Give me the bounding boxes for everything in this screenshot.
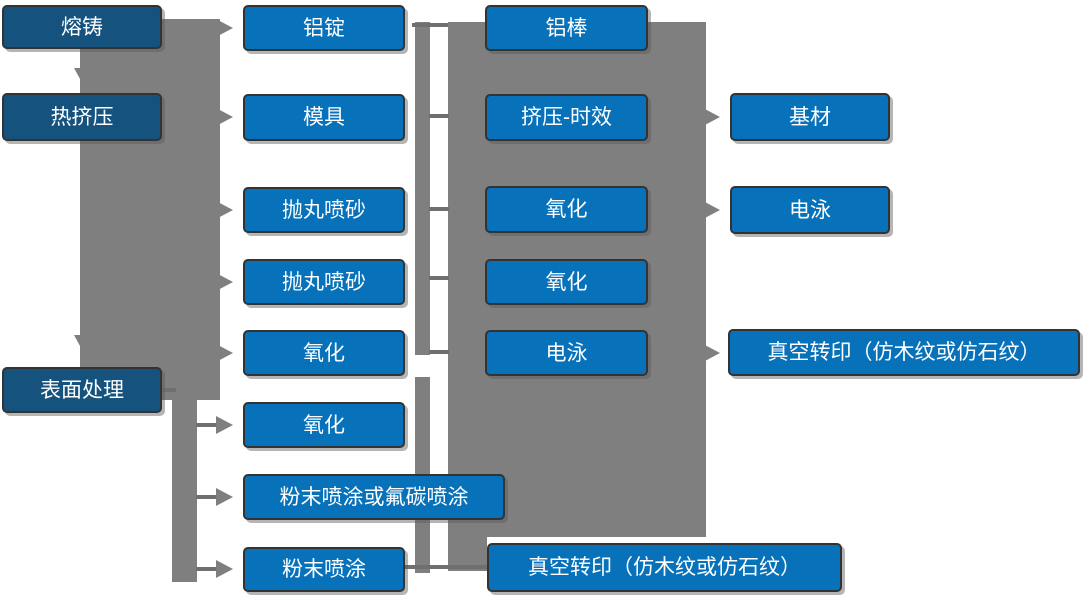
arrow-right-to-substrate-icon xyxy=(703,108,720,126)
arrow-right-to-electrophoresis-icon xyxy=(703,201,720,219)
node-substrate: 基材 xyxy=(730,93,890,141)
node-vacuum-transfer-right: 真空转印（仿木纹或仿石纹） xyxy=(728,329,1080,376)
node-vacuum-transfer-bottom: 真空转印（仿木纹或仿石纹） xyxy=(487,543,842,592)
node-powder-or-fluorocarbon: 粉末喷涂或氟碳喷涂 xyxy=(243,474,505,520)
node-melting: 熔铸 xyxy=(2,5,162,49)
connector-bus-row5 xyxy=(429,350,449,354)
connector-row6-stub xyxy=(196,423,218,427)
arrow-right-to-powder-fluoro-icon xyxy=(216,488,233,506)
arrow-right-to-shot-blast-1-icon xyxy=(216,201,233,219)
arrow-right-to-shot-blast-2-icon xyxy=(216,273,233,291)
node-oxidation-c3-1: 氧化 xyxy=(485,186,648,233)
connector-surface-stub xyxy=(160,388,176,392)
arrow-down-to-surface-treatment-icon xyxy=(74,335,98,357)
node-shot-blast-2: 抛丸喷砂 xyxy=(243,259,405,305)
arrow-right-to-al-ingot-icon xyxy=(216,19,233,37)
connector-bus-row3 xyxy=(429,207,449,211)
node-mold: 模具 xyxy=(243,94,405,141)
connector-row7-stub xyxy=(196,495,218,499)
arrow-right-to-vacuum-transfer-icon xyxy=(703,344,720,362)
arrow-right-to-oxidation-1-icon xyxy=(216,344,233,362)
node-powder-coating: 粉末喷涂 xyxy=(243,547,405,592)
arrow-right-to-oxidation-2-icon xyxy=(216,416,233,434)
connector-bus-row8 xyxy=(404,565,488,569)
bus-bar-upper xyxy=(415,22,430,355)
node-oxidation-c2-1: 氧化 xyxy=(243,330,405,376)
node-shot-blast-1: 抛丸喷砂 xyxy=(243,187,405,233)
connector-bus-row4 xyxy=(429,276,449,280)
node-al-rod: 铝棒 xyxy=(485,5,648,51)
trunk-band-surface xyxy=(172,388,197,582)
trunk-band-main xyxy=(80,19,220,400)
node-oxidation-c2-2: 氧化 xyxy=(243,402,405,448)
node-surface-treatment: 表面处理 xyxy=(2,367,162,413)
node-extrusion-aging: 挤压-时效 xyxy=(485,94,648,141)
node-oxidation-c3-2: 氧化 xyxy=(485,259,648,305)
node-electrophoresis-c4: 电泳 xyxy=(730,186,890,234)
arrow-right-to-mold-icon xyxy=(216,108,233,126)
node-electrophoresis-c3: 电泳 xyxy=(485,330,648,376)
arrow-down-to-hot-extrusion-icon xyxy=(74,68,98,90)
node-hot-extrusion: 热挤压 xyxy=(2,93,162,141)
node-al-ingot: 铝锭 xyxy=(243,5,405,51)
connector-bus-row2 xyxy=(429,114,449,118)
connector-row8-stub xyxy=(196,567,218,571)
arrow-right-to-powder-icon xyxy=(216,560,233,578)
column3-backing-block-extension xyxy=(448,530,487,571)
connector-bus-row1 xyxy=(412,23,448,27)
